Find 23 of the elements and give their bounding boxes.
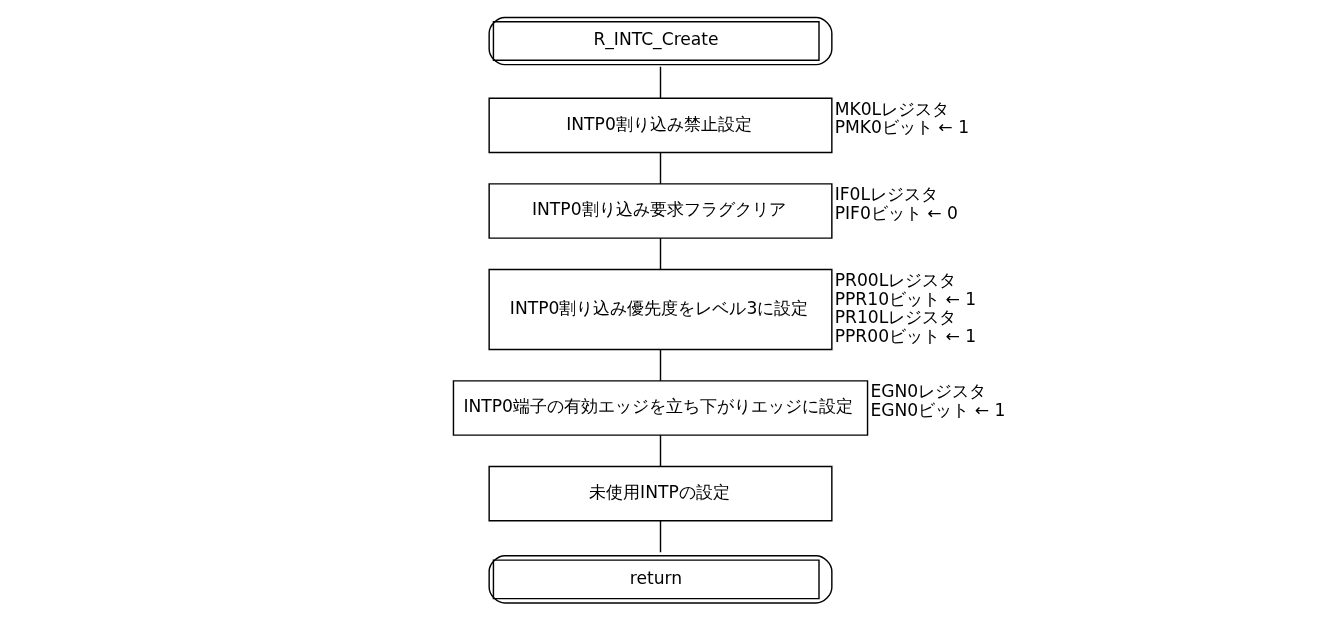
node-label: PPR00ビット ← 1 [834,325,976,346]
node-box: return [487,555,833,604]
node-box: INTP0割り込み優先度をレベル3に設定 [487,268,833,351]
connector [659,434,661,468]
node-label: EGN0ビット ← 1 [869,400,1005,421]
node-label: PMK0ビット ← 1 [834,117,969,138]
connector [659,348,661,382]
node-label: PR00Lレジスタ [834,270,956,291]
node-box: 未使用INTPの設定 [487,465,833,522]
connector [659,151,661,185]
node-label: EGN0レジスタ [869,381,986,402]
node-box: INTP0割り込み禁止設定 [487,97,833,154]
node-label: PIF0ビット ← 0 [834,202,958,223]
node-label: MK0Lレジスタ [834,98,949,119]
node-label: IF0Lレジスタ [834,184,938,205]
connector [659,66,661,99]
node-box: R_INTC_Create [487,16,833,66]
node-box: INTP0端子の有効エッジを立ち下がりエッジに設定 [452,380,868,436]
connector [659,520,661,553]
connector [659,237,661,271]
node-label: PR10Lレジスタ [834,307,956,328]
node-box: INTP0割り込み要求フラグクリア [487,183,833,239]
node-label: PPR10ビット ← 1 [834,288,976,309]
